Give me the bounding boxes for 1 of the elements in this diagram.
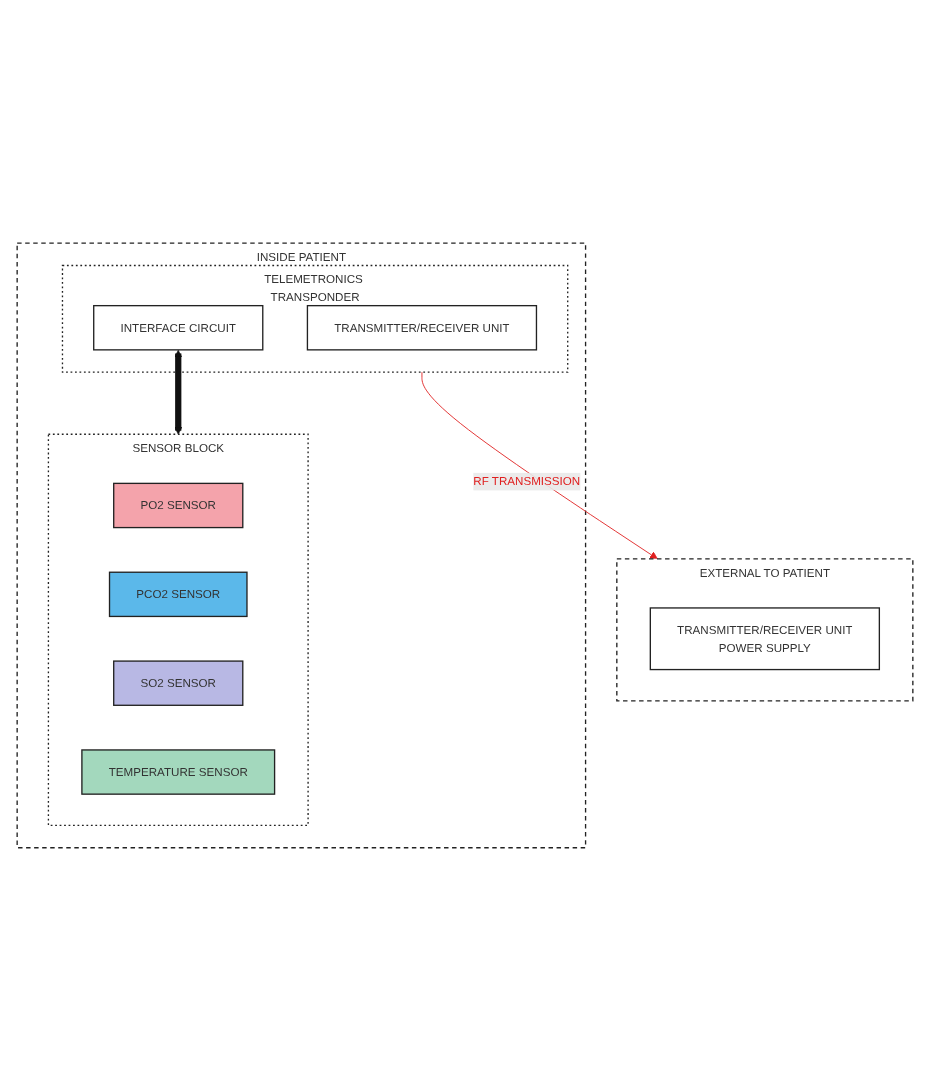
arrow	[174, 350, 183, 436]
